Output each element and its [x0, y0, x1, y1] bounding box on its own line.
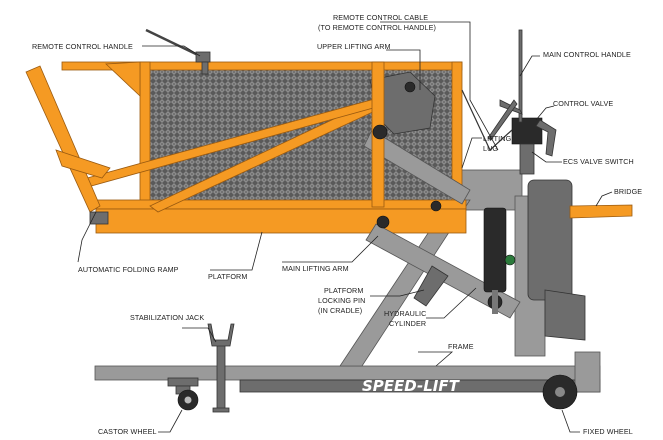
label-platform-locking-pin-line3: (IN CRADLE)	[318, 306, 362, 315]
main-lifting-arm	[365, 81, 521, 319]
label-platform-locking-pin-line1: PLATFORM	[324, 286, 363, 295]
control-valve-assembly	[511, 117, 557, 175]
label-lifting-lug-line2: LUG	[483, 144, 498, 153]
remote-control-cable	[461, 89, 513, 151]
stabilization-jack	[207, 323, 235, 413]
remote-control-handle	[145, 28, 211, 75]
label-remote-control-handle: REMOTE CONTROL HANDLE	[32, 42, 133, 51]
label-hydraulic-cylinder-line1: HYDRAULIC	[384, 309, 426, 318]
label-upper-lifting-arm: UPPER LIFTING ARM	[317, 42, 391, 51]
label-remote-control-cable-line1: REMOTE CONTROL CABLE	[333, 13, 428, 22]
label-control-valve: CONTROL VALVE	[553, 99, 613, 108]
label-remote-control-cable-line2: (TO REMOTE CONTROL HANDLE)	[318, 23, 436, 32]
label-hydraulic-cylinder-line2: CYLINDER	[389, 319, 426, 328]
label-lifting-lug-line1: LIFTING	[483, 134, 512, 143]
label-platform-locking-pin-line2: LOCKING PIN	[318, 296, 365, 305]
label-bridge: BRIDGE	[614, 187, 642, 196]
label-stabilization-jack: STABILIZATION JACK	[130, 313, 204, 322]
label-platform: PLATFORM	[208, 272, 247, 281]
label-automatic-folding-ramp: AUTOMATIC FOLDING RAMP	[78, 265, 179, 274]
main-control-handle	[487, 29, 523, 141]
castor-wheel	[167, 377, 199, 411]
platform-locking-pin	[413, 265, 449, 307]
label-main-lifting-arm: MAIN LIFTING ARM	[282, 264, 349, 273]
automatic-folding-ramp	[25, 65, 111, 225]
label-main-control-handle: MAIN CONTROL HANDLE	[543, 50, 631, 59]
bridge	[569, 204, 633, 219]
leader-lines	[77, 21, 613, 433]
label-fixed-wheel: FIXED WHEEL	[583, 427, 633, 436]
platform	[61, 61, 471, 234]
label-frame: FRAME	[448, 342, 474, 351]
label-castor-wheel: CASTOR WHEEL	[98, 427, 157, 436]
label-ecs-valve-switch: ECS VALVE SWITCH	[563, 157, 634, 166]
speed-lift-logo: SPEED-LIFT	[362, 377, 461, 395]
hydraulic-cylinder	[483, 207, 516, 314]
lift-tower	[339, 169, 586, 367]
callout-labels: REMOTE CONTROL HANDLE REMOTE CONTROL CAB…	[32, 13, 642, 436]
fixed-wheel	[542, 374, 578, 410]
